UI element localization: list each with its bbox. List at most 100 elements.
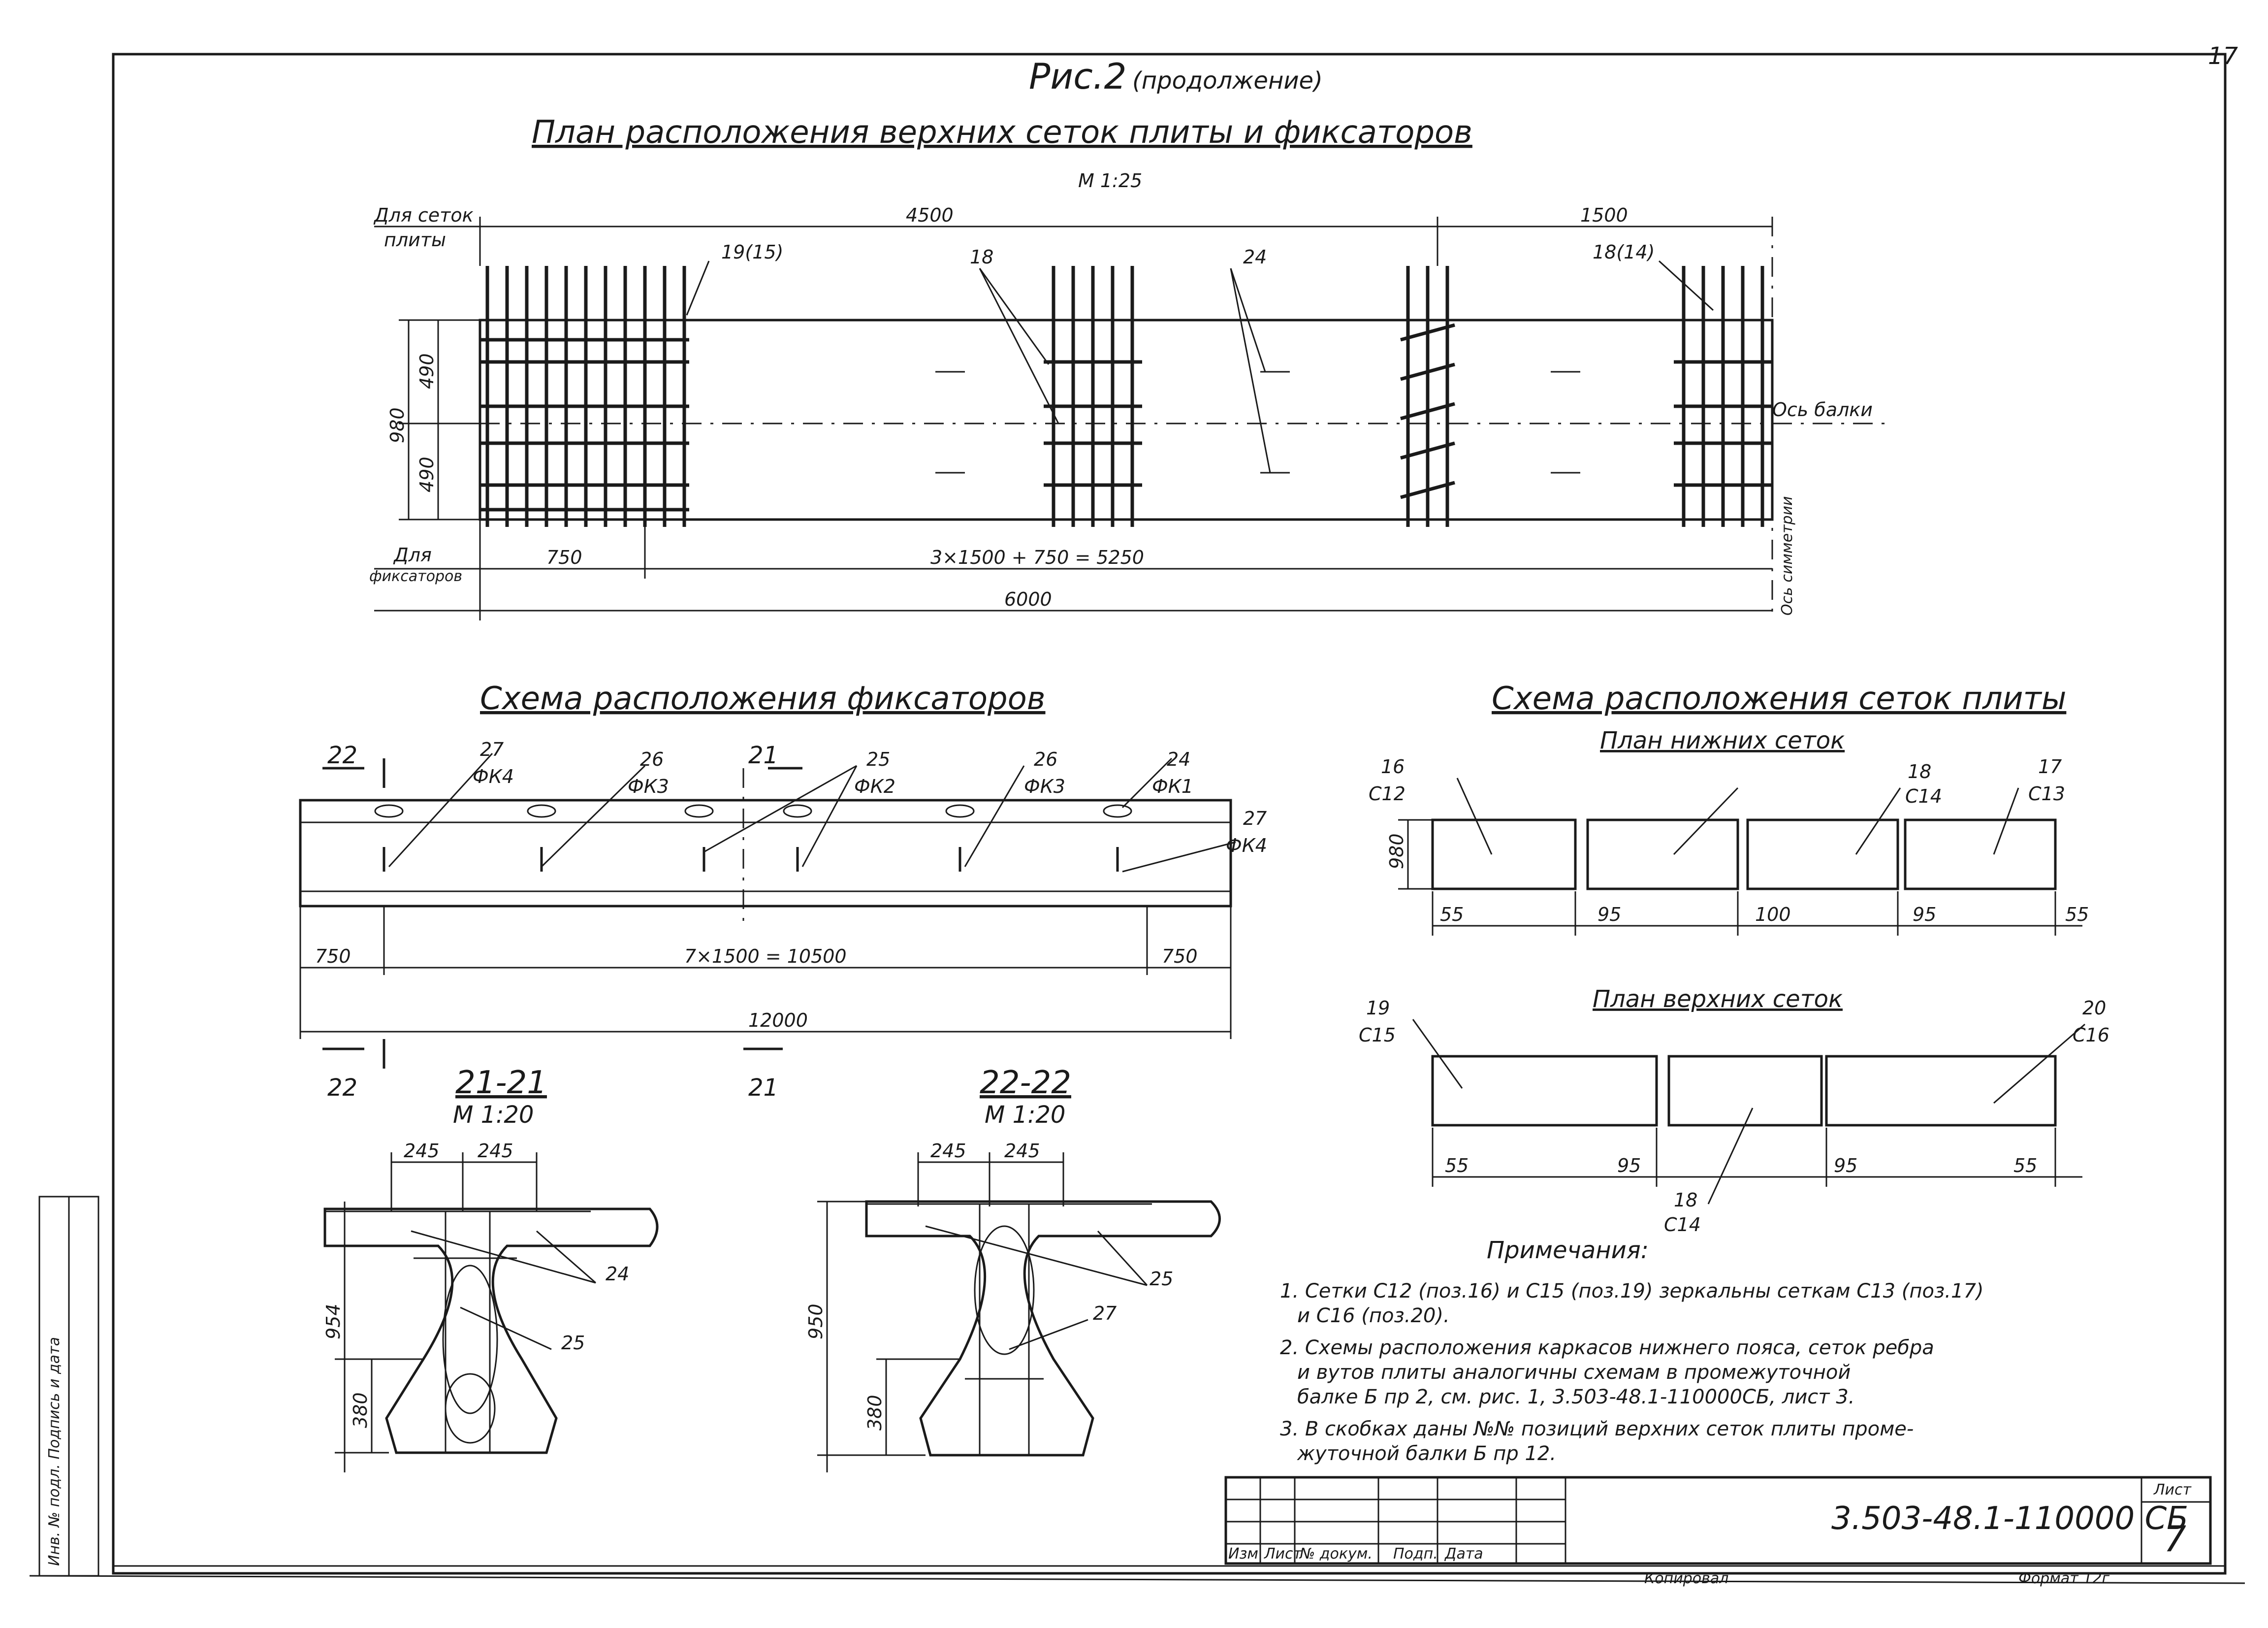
fix-dim-750-right: 750	[1162, 945, 1198, 967]
dim-bottom-6000: 6000	[1004, 588, 1052, 610]
mesh-zone-3	[1400, 266, 1455, 527]
tb-list: Лист	[1264, 1545, 1303, 1563]
section-22-height-low: 380	[864, 1395, 886, 1431]
fix-callout-6-code: ФК4	[1226, 835, 1267, 856]
section-22-callout-27: 27	[1093, 1302, 1117, 1324]
section-21-callout-24: 24	[606, 1263, 629, 1285]
section-22-scale: М 1:20	[985, 1101, 1065, 1129]
lower-mesh-1-pos: 16	[1381, 756, 1405, 778]
fix-dim-750-left: 750	[315, 945, 351, 967]
plan-top-scale: М 1:25	[1078, 170, 1142, 192]
note-3a: 3. В скобках даны №№ позиций верхних сет…	[1280, 1418, 1914, 1440]
mesh-zone-2	[1044, 266, 1142, 527]
fix-callout-5-code: ФК1	[1152, 776, 1193, 797]
sheet-number: 7	[2164, 1518, 2186, 1560]
section-21-outline	[323, 1207, 659, 1454]
upper-gap-2: 95	[1617, 1155, 1641, 1176]
note-2a: 2. Схемы расположения каркасов нижнего п…	[1280, 1336, 1934, 1359]
fix-callout-4-code: ФК3	[1024, 776, 1065, 797]
symmetry-axis-label: Ось симметрии	[1779, 496, 1796, 616]
section-21-height: 954	[322, 1303, 344, 1339]
dim-bottom-5250: 3×1500 + 750 = 5250	[930, 547, 1144, 568]
dim-left-490-a: 490	[416, 353, 438, 389]
top-title-block: Рис.2 (продолжение) План расположения ве…	[532, 56, 1472, 192]
lower-meshes-title: План нижних сеток	[1600, 727, 1845, 754]
section-22-title: 22-22	[980, 1065, 1071, 1101]
upper-gap-1: 55	[1445, 1155, 1469, 1176]
upper-mesh-1-code: С15	[1359, 1024, 1396, 1046]
lower-mesh-3-code: С13	[2028, 783, 2065, 805]
notes-heading: Примечания:	[1487, 1237, 1649, 1264]
section-21-title: 21-21	[455, 1065, 547, 1101]
fix-callout-1-pos: 27	[480, 739, 504, 760]
left-label-meshes-2: плиты	[384, 229, 446, 251]
mesh-zone-1	[480, 266, 689, 527]
dim-top-4500: 4500	[906, 204, 954, 226]
lower-mesh-height: 980	[1386, 833, 1407, 869]
section-mark-21-bottom: 21	[748, 1074, 778, 1102]
copied-by: Копировал	[1644, 1570, 1728, 1587]
beam-axis-label: Ось балки	[1772, 399, 1873, 421]
note-1a: 1. Сетки С12 (поз.16) и С15 (поз.19) зер…	[1280, 1280, 1984, 1302]
section-21-dim-a: 245	[404, 1140, 440, 1162]
upper-mesh-2-pos: 20	[2082, 997, 2106, 1019]
upper-mesh-3-code: С14	[1664, 1214, 1701, 1236]
section-22-22: 22-22 М 1:20 245 245 950 380 25 27	[805, 1065, 1221, 1472]
dim-top-1500: 1500	[1580, 204, 1628, 226]
fix-dim-10500: 7×1500 = 10500	[684, 945, 847, 967]
lower-gap-4: 95	[1913, 904, 1936, 925]
left-label-meshes: Для сеток	[373, 204, 474, 226]
note-2c: балке Б пр 2, см. рис. 1, 3.503-48.1-110…	[1297, 1386, 1854, 1408]
upper-mesh-1-pos: 19	[1366, 997, 1390, 1019]
section-21-callout-25: 25	[561, 1332, 585, 1354]
fix-callout-3-code: ФК2	[854, 776, 895, 797]
callout-19-15: 19(15)	[721, 241, 783, 263]
callout-24: 24	[1243, 246, 1267, 268]
upper-mesh-3-pos: 18	[1674, 1189, 1697, 1211]
lower-gap-5: 55	[2065, 904, 2089, 925]
lower-mesh-1-code: С12	[1369, 783, 1406, 805]
fixator-scheme: Схема расположения фиксаторов 27 ФК4 26 …	[299, 681, 1267, 1102]
figure-continuation: (продолжение)	[1132, 67, 1323, 95]
lower-gap-2: 95	[1597, 904, 1621, 925]
lower-gap-3: 100	[1755, 904, 1791, 925]
section-mark-22-top: 22	[327, 742, 357, 769]
fix-callout-3-pos: 25	[866, 749, 890, 770]
dim-bottom-750: 750	[546, 547, 582, 568]
tb-doc: № докум.	[1299, 1545, 1373, 1563]
section-22-outline	[865, 1200, 1221, 1457]
note-2b: и вутов плиты аналогичны схемам в промеж…	[1297, 1361, 1851, 1384]
section-21-21: 21-21 М 1:20 245 245 954 380 24 25	[322, 1065, 659, 1472]
dim-left-980: 980	[386, 407, 408, 443]
fix-callout-2-code: ФК3	[628, 776, 669, 797]
callout-18: 18	[970, 246, 993, 268]
left-label-fixators: Для	[393, 544, 432, 566]
corner-mark: 17	[2208, 42, 2238, 70]
fix-callout-1-code: ФК4	[473, 766, 514, 787]
callout-18-14: 18(14)	[1593, 241, 1655, 263]
section-mark-22-bottom: 22	[327, 1074, 357, 1102]
note-1b: и С16 (поз.20).	[1297, 1304, 1450, 1327]
mesh-zone-4	[1674, 266, 1772, 527]
upper-meshes-title: План верхних сеток	[1593, 985, 1843, 1013]
tb-change: Изм	[1228, 1545, 1258, 1563]
notes: Примечания: 1. Сетки С12 (поз.16) и С15 …	[1280, 1237, 1984, 1465]
lower-gap-1: 55	[1440, 904, 1464, 925]
upper-mesh-2-code: С16	[2073, 1024, 2109, 1046]
figure-title: Рис.2	[1029, 56, 1127, 97]
fix-callout-6-pos: 27	[1243, 808, 1267, 829]
tb-sign: Подп.	[1393, 1545, 1438, 1563]
plan-top: 19(15) 18 24 18(14) Ось балки Ось симмет…	[369, 204, 1885, 620]
note-3b: жуточной балки Б пр 12.	[1297, 1442, 1556, 1465]
upper-gap-4: 55	[2013, 1155, 2037, 1176]
sheet-frame: Инв. № подл. Подпись и дата 17	[29, 42, 2245, 1584]
mesh-scheme: Схема расположения сеток плиты План нижн…	[1359, 681, 2109, 1236]
section-22-height: 950	[805, 1303, 827, 1339]
doc-code: 3.503-48.1-110000 СБ	[1831, 1500, 2188, 1537]
section-mark-21-top: 21	[748, 742, 778, 769]
section-22-callout-25: 25	[1150, 1268, 1173, 1290]
fix-callout-5-pos: 24	[1167, 749, 1190, 770]
tb-date: Дата	[1444, 1545, 1483, 1563]
left-label-fixators-2: фиксаторов	[369, 568, 462, 585]
